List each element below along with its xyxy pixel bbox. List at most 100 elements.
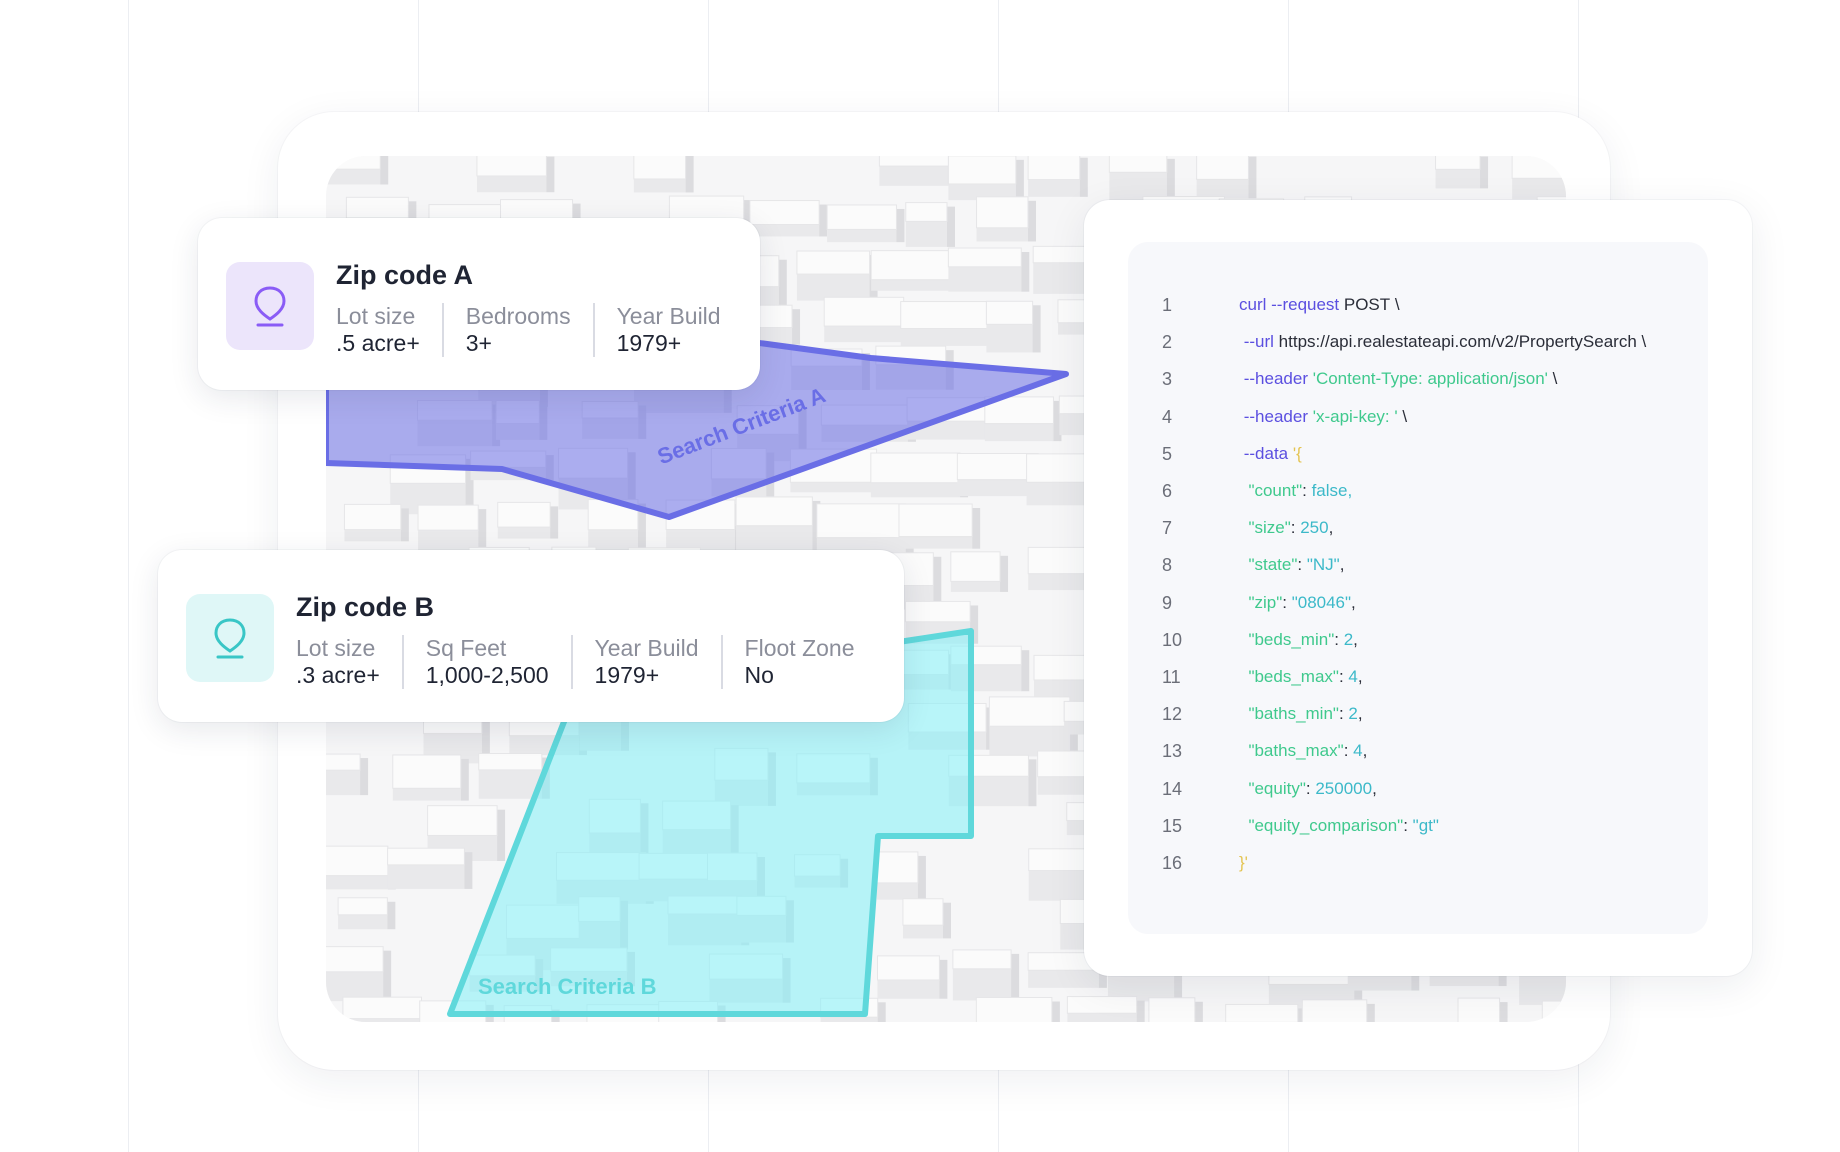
stat-year-build: Year Build 1979+ — [570, 635, 721, 689]
building-side — [497, 809, 506, 861]
building-side — [1480, 156, 1489, 189]
building-side — [1032, 305, 1041, 353]
building-roof — [1225, 1003, 1299, 1022]
building-wall — [905, 221, 947, 247]
building-roof — [947, 156, 1017, 185]
building-side — [1297, 1008, 1306, 1022]
code-text: --header 'x-api-key: ' \ — [1239, 406, 1408, 426]
building-side — [1166, 158, 1175, 203]
building-wall — [879, 166, 968, 186]
building-wall — [827, 229, 897, 243]
building-roof — [1032, 245, 1090, 264]
building-side — [481, 708, 490, 764]
building-side — [792, 309, 801, 345]
building-roof — [956, 453, 1039, 481]
building-side — [1011, 953, 1020, 1001]
building-wall — [1037, 776, 1098, 795]
building-roof — [497, 501, 551, 528]
building-side — [465, 458, 474, 515]
building-side — [637, 503, 646, 556]
search-region-b — [447, 628, 974, 1017]
line-number: 1 — [1162, 295, 1173, 315]
building-roof — [337, 897, 388, 916]
building-roof — [947, 247, 1022, 268]
zip-code-b-stats: Lot size .3 acre+ Sq Feet 1,000-2,500 Ye… — [296, 635, 877, 689]
building-side — [1053, 400, 1062, 442]
line-number: 4 — [1162, 406, 1173, 427]
building-roof — [342, 996, 423, 1020]
building-roof — [898, 503, 973, 538]
building-roof — [1027, 156, 1081, 181]
code-text: "beds_min": 2, — [1239, 629, 1358, 649]
code-text: "baths_max": 4, — [1239, 741, 1368, 761]
building-wall — [957, 479, 1039, 497]
building-roof — [1511, 156, 1566, 179]
building-side — [360, 758, 369, 796]
building-side — [896, 208, 905, 243]
building-side — [1028, 759, 1037, 807]
building-wall — [1067, 1013, 1137, 1022]
building-side — [478, 509, 487, 555]
building-wall — [326, 770, 361, 796]
building-wall — [1435, 169, 1481, 189]
code-text: "equity": 250000, — [1239, 778, 1377, 798]
building-side — [1000, 555, 1009, 592]
building-side — [460, 758, 469, 801]
building-wall — [1347, 971, 1412, 991]
zip-code-b-card[interactable]: Zip code B Lot size .3 acre+ Sq Feet 1,0… — [158, 550, 904, 722]
code-text: "baths_min": 2, — [1239, 704, 1363, 724]
zip-code-b-title: Zip code B — [296, 592, 435, 622]
building-wall — [338, 914, 388, 930]
building-roof — [796, 250, 871, 275]
building-roof — [326, 753, 361, 771]
building-roof — [1066, 996, 1138, 1014]
building-roof — [870, 250, 956, 281]
building-roof — [1435, 156, 1481, 170]
building-roof — [902, 898, 944, 926]
line-number: 10 — [1162, 629, 1183, 650]
building-side — [550, 506, 559, 539]
code-text: --url https://api.realestateapi.com/v2/P… — [1239, 332, 1647, 352]
building-wall — [1028, 179, 1080, 197]
building-roof — [326, 845, 389, 877]
building-roof — [1301, 999, 1368, 1022]
building-side — [1021, 252, 1030, 292]
code-text: --header 'Content-Type: application/json… — [1239, 369, 1558, 389]
building-roof — [905, 202, 948, 222]
building-roof — [1148, 997, 1196, 1022]
building-wall — [900, 328, 989, 346]
building-side — [778, 259, 787, 307]
building-wall — [824, 326, 904, 343]
building-roof — [387, 847, 465, 866]
line-number: 15 — [1162, 815, 1183, 836]
building-side — [972, 507, 981, 549]
zip-code-a-stats: Lot size .5 acre+ Bedrooms 3+ Year Build… — [336, 303, 743, 357]
code-text: }' — [1239, 853, 1248, 872]
building-roof — [1541, 1000, 1566, 1022]
building-roof — [876, 851, 919, 884]
stat-lot-size: Lot size .3 acre+ — [296, 635, 380, 688]
stat-flood-zone: Floot Zone No — [720, 635, 877, 689]
building-side — [387, 901, 396, 930]
building-side — [939, 959, 948, 999]
building-side — [400, 508, 409, 542]
region-b-label: Search Criteria B — [478, 974, 657, 999]
building-side — [917, 855, 926, 900]
building-wall — [877, 979, 940, 999]
line-number: 14 — [1162, 778, 1183, 799]
building-wall — [342, 1018, 422, 1022]
building-wall — [984, 423, 1054, 442]
building-side — [1015, 159, 1024, 201]
line-number: 8 — [1162, 555, 1173, 576]
stat-year-build: Year Build 1979+ — [592, 303, 743, 357]
code-text: --data '{ — [1239, 443, 1302, 463]
building-side — [1028, 200, 1037, 242]
zip-code-a-card[interactable]: Zip code A Lot size .5 acre+ Bedrooms 3+… — [198, 218, 760, 390]
building-wall — [976, 227, 1029, 242]
building-roof — [904, 600, 971, 623]
building-wall — [478, 769, 542, 799]
building-wall — [326, 971, 384, 1002]
building-wall — [948, 183, 1016, 201]
